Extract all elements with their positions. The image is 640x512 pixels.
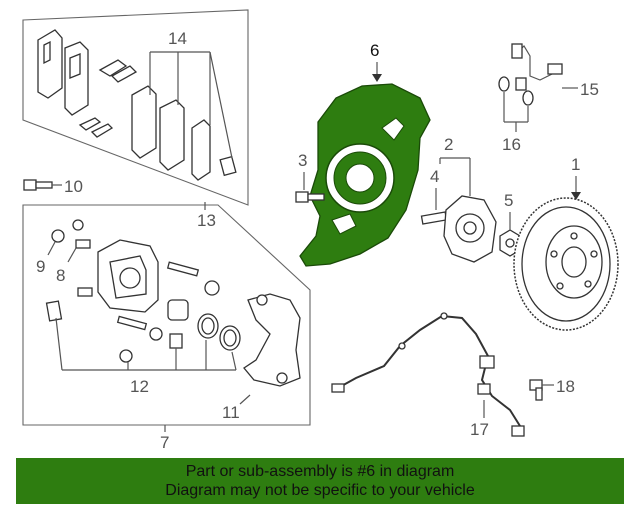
footer-banner: Part or sub-assembly is #6 in diagram Di… — [16, 458, 624, 504]
bleeder-parts[interactable] — [51, 219, 93, 297]
callout-13[interactable]: 13 — [197, 211, 216, 230]
dust-shield[interactable] — [299, 83, 431, 267]
callout-17[interactable]: 17 — [470, 420, 489, 439]
abs-sensor-harness[interactable] — [331, 312, 525, 437]
guide-pin[interactable] — [166, 261, 220, 296]
callout-9[interactable]: 9 — [36, 257, 45, 276]
callout-2[interactable]: 2 — [444, 135, 453, 154]
caliper-bracket[interactable] — [243, 293, 301, 387]
bolt-10[interactable] — [23, 179, 53, 191]
callout-5[interactable]: 5 — [504, 191, 513, 210]
hose-washers[interactable] — [498, 76, 534, 106]
callout-3[interactable]: 3 — [298, 151, 307, 170]
leader-2 — [439, 157, 471, 196]
pad-hardware-clips[interactable] — [78, 59, 237, 181]
leader-14 — [149, 51, 233, 159]
callout-1[interactable]: 1 — [571, 155, 580, 174]
callout-11[interactable]: 11 — [222, 403, 240, 422]
bolt-3[interactable] — [295, 191, 325, 203]
callout-18[interactable]: 18 — [556, 377, 575, 396]
leader-12 — [55, 317, 237, 371]
callout-15[interactable]: 15 — [580, 80, 599, 99]
leader-16 — [503, 92, 529, 132]
footer-line-2: Diagram may not be specific to your vehi… — [165, 482, 475, 499]
callout-7[interactable]: 7 — [160, 433, 169, 452]
callout-12[interactable]: 12 — [130, 377, 149, 396]
brake-pads[interactable] — [37, 29, 185, 171]
caliper-small-parts[interactable] — [45, 300, 183, 363]
callout-8[interactable]: 8 — [56, 266, 65, 285]
footer-line-1: Part or sub-assembly is #6 in diagram — [185, 463, 455, 480]
wheel-stud[interactable] — [420, 211, 448, 225]
callout-6[interactable]: 6 — [370, 41, 379, 60]
callout-14[interactable]: 14 — [168, 29, 187, 48]
callout-4[interactable]: 4 — [430, 167, 439, 186]
hub-bearing[interactable] — [443, 195, 497, 263]
brake-rotor[interactable] — [513, 197, 619, 331]
piston-seals[interactable] — [167, 299, 241, 351]
caliper-body[interactable] — [97, 239, 159, 313]
callout-10[interactable]: 10 — [64, 177, 83, 196]
brake-hose[interactable] — [511, 43, 563, 91]
callout-16[interactable]: 16 — [502, 135, 521, 154]
bolt-18[interactable] — [529, 379, 543, 401]
